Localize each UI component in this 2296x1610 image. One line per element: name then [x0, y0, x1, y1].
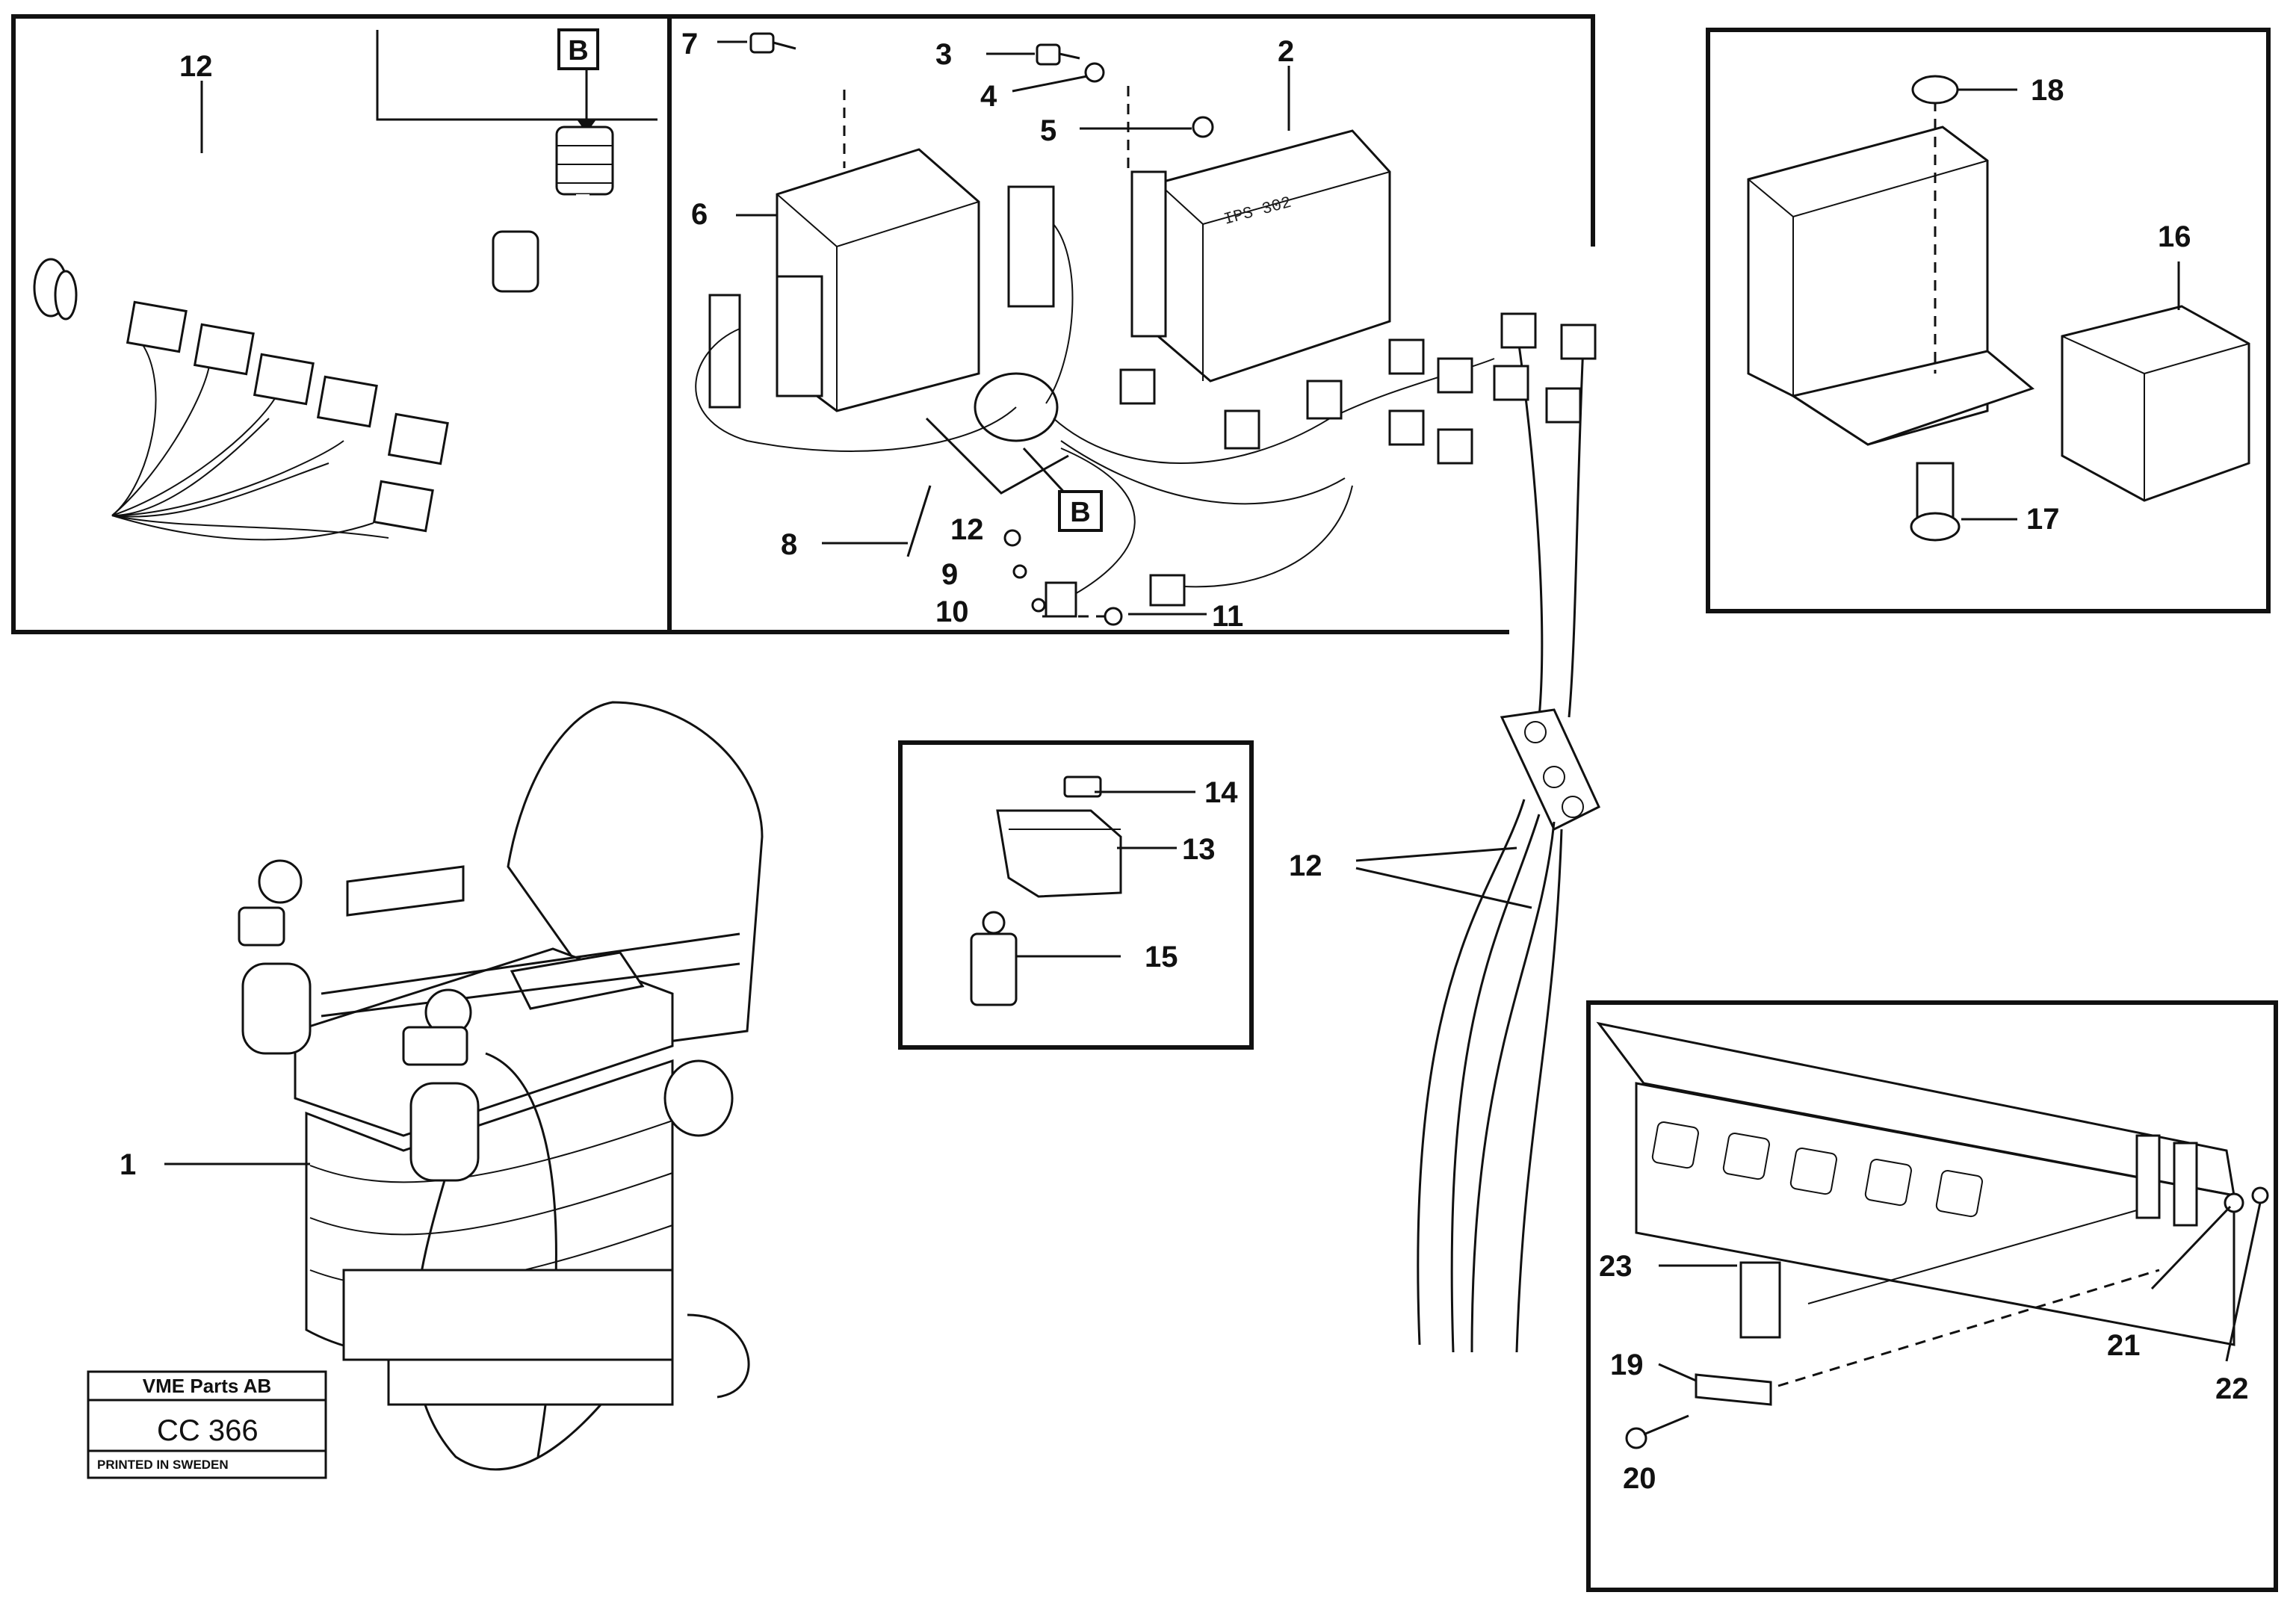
frame-switch	[898, 740, 1254, 1050]
callout-12-harness: 12	[179, 50, 213, 83]
callout-13: 13	[1182, 833, 1216, 866]
frame-relay	[1706, 28, 2271, 613]
callout-12-screw: 12	[950, 513, 984, 546]
callout-1: 1	[120, 1148, 136, 1181]
relay-illustration	[1747, 75, 2250, 542]
callout-2: 2	[1278, 35, 1294, 68]
frame-wiring-harness	[11, 14, 1509, 634]
callout-6: 6	[691, 198, 708, 231]
callout-17: 17	[2026, 503, 2060, 536]
callout-14: 14	[1204, 776, 1238, 809]
operator-seat-illustration	[238, 701, 764, 1471]
switch-illustration	[970, 775, 1122, 1006]
callout-16: 16	[2158, 220, 2191, 253]
callout-5: 5	[1040, 114, 1056, 147]
frames	[11, 14, 2278, 1592]
long-harness-illustration	[1417, 312, 1600, 1353]
frame-panel	[1586, 1000, 2278, 1592]
callout-21: 21	[2107, 1329, 2141, 1362]
callout-4: 4	[980, 80, 997, 113]
callout-20: 20	[1623, 1462, 1656, 1495]
stamp-company: VME Parts AB	[143, 1375, 271, 1397]
connector-marker-b: B	[1058, 490, 1103, 532]
stamp-footer: PRINTED IN SWEDEN	[97, 1458, 229, 1472]
svg-text:B: B	[568, 35, 588, 66]
svg-text:B: B	[1070, 497, 1090, 528]
connector-marker-a: B	[557, 28, 599, 70]
bracket-illustration	[1596, 1021, 2269, 1449]
callout-23: 23	[1599, 1250, 1633, 1283]
vme-stamp: VME Parts AB CC 366 PRINTED IN SWEDEN	[87, 1370, 327, 1479]
control-unit-illustration: IPS 302	[695, 32, 1495, 626]
callout-3: 3	[935, 38, 952, 71]
wiring-harness-illustration	[22, 30, 657, 541]
callout-10: 10	[935, 595, 969, 628]
callout-7: 7	[681, 28, 698, 61]
stamp-code: CC 366	[157, 1414, 259, 1447]
callout-11: 11	[1212, 600, 1243, 633]
callout-9: 9	[941, 558, 958, 591]
callout-19: 19	[1610, 1349, 1644, 1381]
leader-lines	[164, 40, 2262, 1382]
callout-22: 22	[2215, 1372, 2249, 1405]
frame-control-unit	[669, 14, 1595, 247]
callout-12-long-harness: 12	[1289, 849, 1322, 882]
callout-18: 18	[2031, 74, 2064, 107]
callout-8: 8	[781, 528, 797, 561]
callouts: 12 7 3 4 5 2 6 8 12 9 10 11 18 16 17 14 …	[120, 28, 2249, 1495]
callout-15: 15	[1145, 941, 1178, 973]
